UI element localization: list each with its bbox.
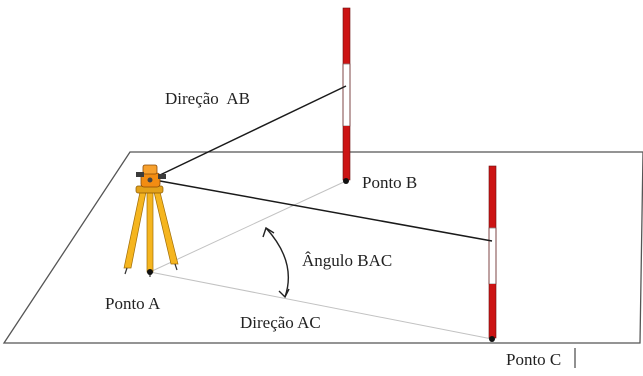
label-direction-ab: Direção AB <box>165 89 250 108</box>
sight-line-ac <box>159 180 493 242</box>
ground-line-ab <box>149 180 347 273</box>
label-direction-ac: Direção AC <box>240 313 321 332</box>
theodolite-icon <box>123 164 179 277</box>
label-point-c: Ponto C <box>506 350 561 369</box>
point-b-marker <box>343 178 349 184</box>
point-c-marker <box>489 336 495 342</box>
sight-line-ab <box>159 85 347 176</box>
label-angle-bac: Ângulo BAC <box>302 251 392 270</box>
label-point-a: Ponto A <box>105 294 161 313</box>
rod-c <box>488 165 497 339</box>
ground-plane <box>2 151 643 344</box>
angle-arc-icon <box>262 226 290 299</box>
rod-b <box>342 7 351 181</box>
label-point-b: Ponto B <box>362 173 417 192</box>
point-a-marker <box>147 269 153 275</box>
ground-line-ac <box>149 271 493 340</box>
